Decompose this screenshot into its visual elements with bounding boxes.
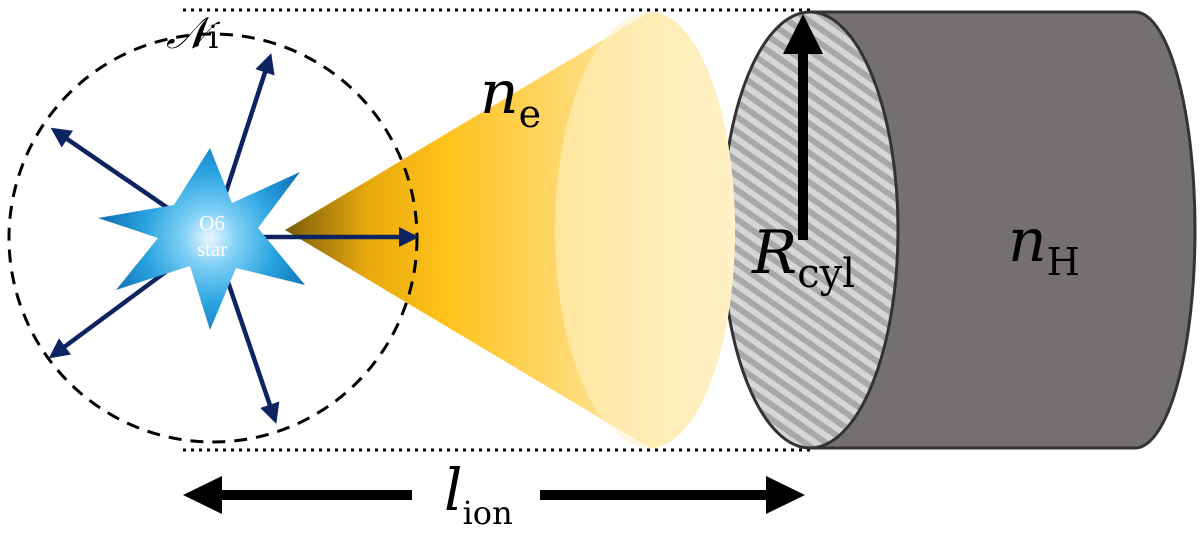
cone-base-highlight [555,12,735,448]
photon-arrow-down-left [48,263,177,359]
radius-arrow [783,14,823,240]
photon-rate-label: 𝒩i [166,8,219,59]
star-label: O6 star [172,210,252,262]
star-label-line2: star [196,237,228,261]
star-shape [98,148,305,330]
photon-arrow-up-left [50,127,180,217]
photon-arrows [48,53,420,424]
cylinder-body [808,10,1197,450]
electron-density-label: ne [480,58,542,136]
cylinder-radius-label: Rcyl [752,218,855,297]
hydrogen-density-label: nH [1008,206,1080,284]
photon-arrow-down-right [225,281,280,424]
ion-length-label: lion [444,456,513,532]
star-label-line1: O6 [199,211,225,235]
photon-arrow-up-right [222,53,275,196]
ion-length-arrows [183,476,805,514]
